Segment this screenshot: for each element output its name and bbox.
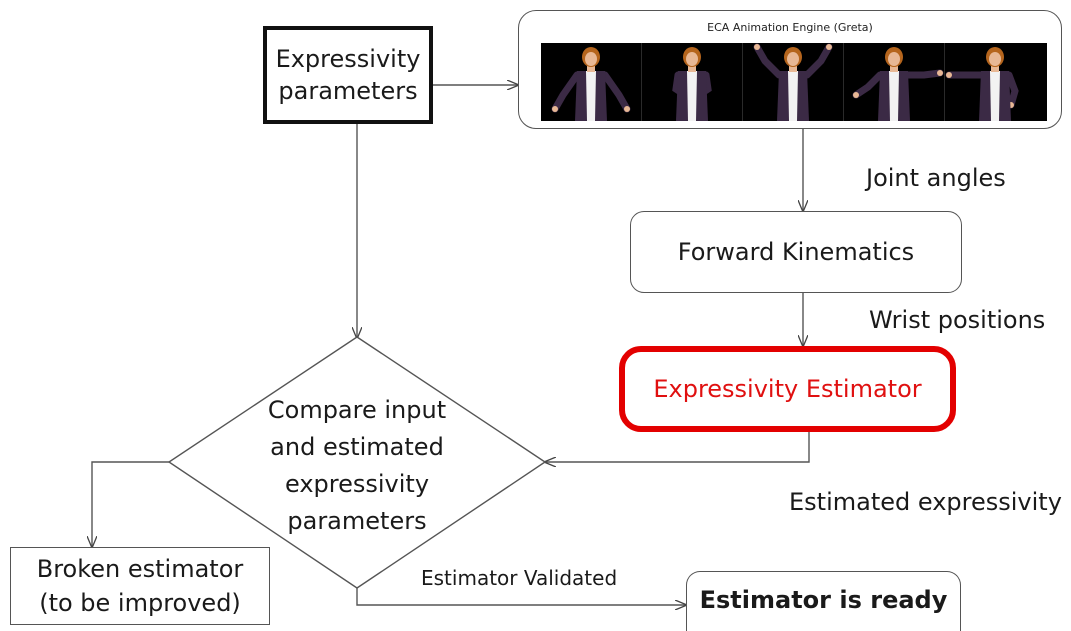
animation-frame-3 (743, 43, 844, 121)
forward-kinematics-box: Forward Kinematics (630, 211, 962, 293)
animation-frame-4 (844, 43, 945, 121)
wrist-positions-label: Wrist positions (869, 306, 1046, 334)
arrow-estimator-to-compare (545, 432, 810, 462)
estimator-validated-label: Estimator Validated (421, 566, 618, 590)
eca-engine-title: ECA Animation Engine (Greta) (707, 21, 873, 34)
arrow-compare-to-ready (356, 588, 686, 605)
broken-estimator-box: Broken estimator (to be improved) (10, 547, 270, 625)
animation-frames-strip (541, 43, 1047, 121)
compare-decision-text: Compare input and estimated expressivity… (267, 396, 447, 535)
eca-animation-engine-box: ECA Animation Engine (Greta) (518, 10, 1062, 129)
expressivity-estimator-box: Expressivity Estimator (619, 346, 956, 432)
estimator-ready-box: Estimator is ready (686, 571, 961, 631)
animation-frame-1 (541, 43, 642, 121)
joint-angles-label: Joint angles (866, 164, 1006, 192)
expressivity-parameters-box: Expressivity parameters (263, 26, 433, 124)
arrow-compare-to-broken (92, 461, 169, 547)
estimated-expressivity-label: Estimated expressivity (789, 488, 1062, 516)
animation-frame-5 (945, 43, 1046, 121)
animation-frame-2 (642, 43, 743, 121)
